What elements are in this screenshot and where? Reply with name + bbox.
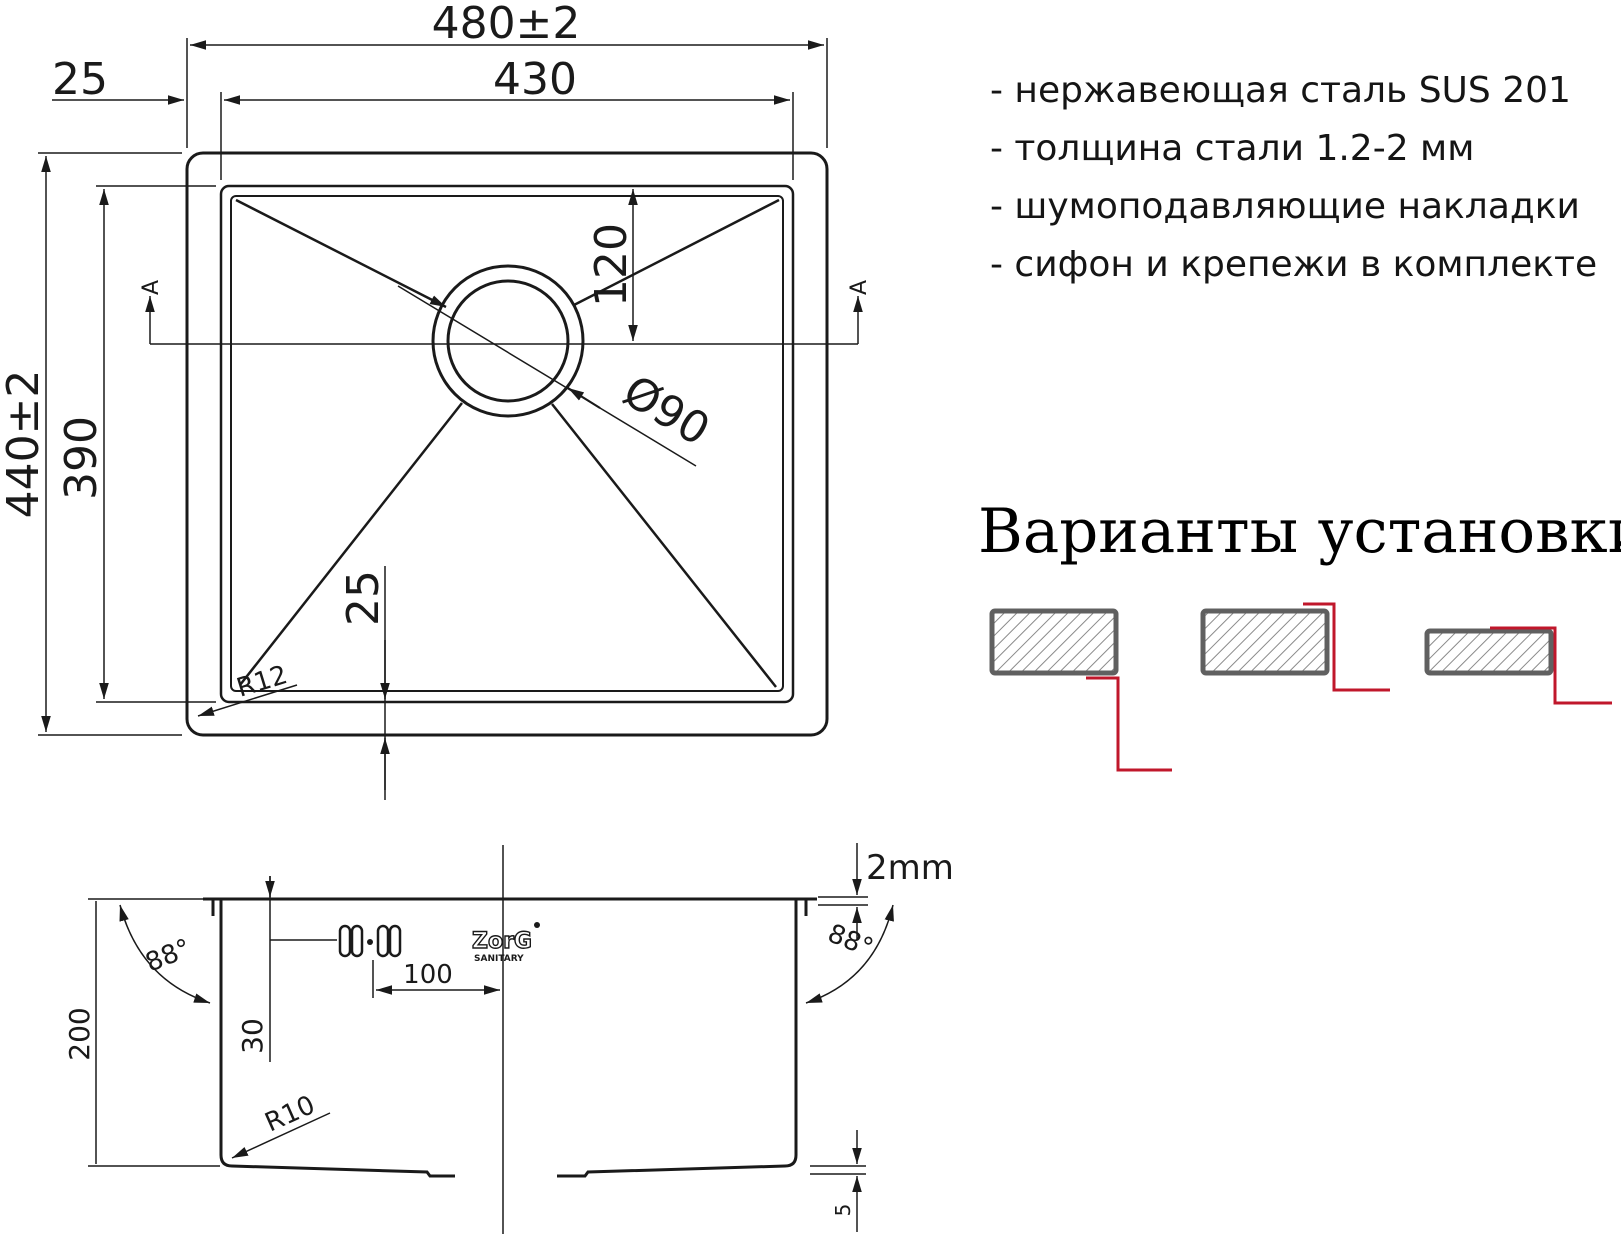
overflow-slot <box>376 924 390 958</box>
sink-bowl-outline <box>219 184 795 704</box>
overall-width-label: 480±2 <box>432 0 581 49</box>
install-variant-undermount <box>989 608 1172 772</box>
flange-width-label: 25 <box>52 54 108 105</box>
overflow-slot <box>350 924 364 958</box>
installation-title: Варианты установки <box>978 496 1621 567</box>
bowl-width-label: 430 <box>493 54 577 105</box>
slope-line <box>551 403 777 688</box>
left-angle-arc <box>119 904 211 1004</box>
sink-left-wall <box>211 899 455 1178</box>
slope-line <box>235 198 447 309</box>
spec-list: - нержавеющая сталь SUS 201 - толщина ст… <box>990 62 1597 294</box>
corner-radius-label: R12 <box>233 660 291 704</box>
overall-depth-label: 440±2 <box>0 370 49 519</box>
drain-inner-ring <box>446 279 570 403</box>
spec-item: - толщина стали 1.2-2 мм <box>990 128 1475 169</box>
bottom-radius-leader <box>231 1112 331 1159</box>
spec-item: - шумоподавляющие накладки <box>990 186 1580 227</box>
height-label: 200 <box>63 1007 96 1060</box>
bowl-depth-label: 390 <box>56 416 107 500</box>
sink-outer-rim <box>185 151 829 737</box>
right-angle-label: 88° <box>823 919 877 964</box>
top-view: Ø90 A A 480±2 430 25 440±2 390 120 <box>0 0 872 800</box>
overflow-slot <box>338 924 352 958</box>
left-angle-label: 88° <box>141 933 195 978</box>
section-marker-left: A <box>139 280 164 295</box>
sink-right-wall <box>557 899 808 1178</box>
brand-tagline: SANITARY <box>474 954 524 964</box>
diameter-leader <box>397 285 697 467</box>
drain-diameter-label: Ø90 <box>614 366 718 456</box>
installation-variants <box>989 602 1612 772</box>
right-angle-arc <box>805 904 894 1004</box>
section-marker-right: A <box>847 280 872 295</box>
sink-bowl-floor <box>230 195 784 692</box>
drain-outer-ring <box>431 264 585 418</box>
spec-item: - нержавеющая сталь SUS 201 <box>990 70 1571 111</box>
thickness-label: 2mm <box>866 848 954 888</box>
spec-item: - сифон и крепежи в комплекте <box>990 244 1598 285</box>
brand-registered-mark <box>534 922 540 928</box>
slope-line <box>573 198 780 307</box>
bottom-slope-label: 5 <box>831 1204 855 1217</box>
install-variant-overmount <box>1424 626 1612 705</box>
diameter-arrow <box>567 387 601 409</box>
drain-offset-label: 120 <box>586 223 637 307</box>
overflow-hole <box>367 939 373 945</box>
overflow-offset-label: 100 <box>403 960 453 990</box>
front-flange-label: 25 <box>338 570 389 626</box>
install-variant-flush <box>1200 602 1390 692</box>
brand-logo: ZorG <box>472 929 532 954</box>
slope-line <box>239 402 463 686</box>
overflow-slot <box>388 924 402 958</box>
corner-radius-leader <box>197 684 298 717</box>
overflow-height-label: 30 <box>236 1018 269 1054</box>
side-view: 200 88° 88° 30 100 ZorG SANITARY R10 2mm <box>63 843 954 1234</box>
